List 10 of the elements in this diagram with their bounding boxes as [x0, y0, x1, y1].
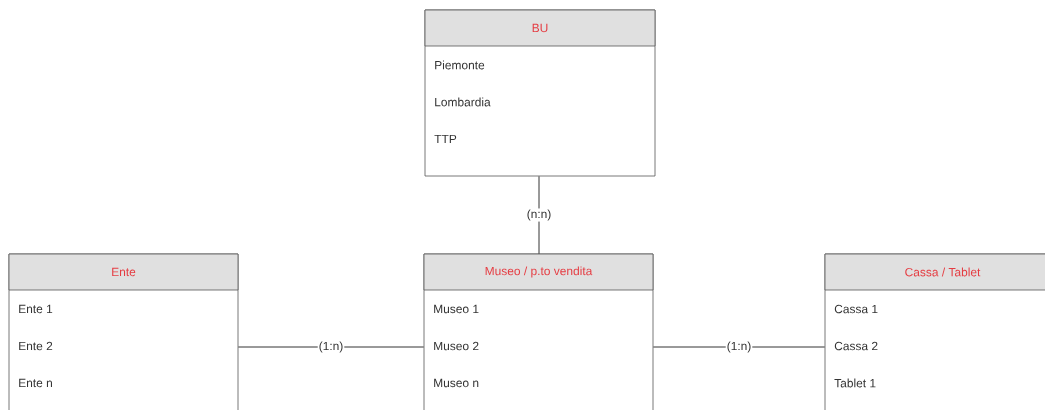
edge-label: (n:n) [525, 208, 553, 222]
table-box: Ente Ente 1 Ente 2 Ente n [8, 253, 239, 410]
table-box: BU Piemonte Lombardia TTP [424, 9, 656, 177]
connector-line [538, 176, 540, 254]
connector-line [238, 346, 424, 348]
edge-label: (1:n) [317, 340, 345, 354]
table-box: Cassa / Tablet Cassa 1 Cassa 2 Tablet 1 [824, 253, 1045, 410]
table-box: Museo / p.to vendita Museo 1 Museo 2 Museo n [423, 253, 654, 410]
connector-line [653, 346, 825, 348]
edge-label: (1:n) [725, 340, 753, 354]
